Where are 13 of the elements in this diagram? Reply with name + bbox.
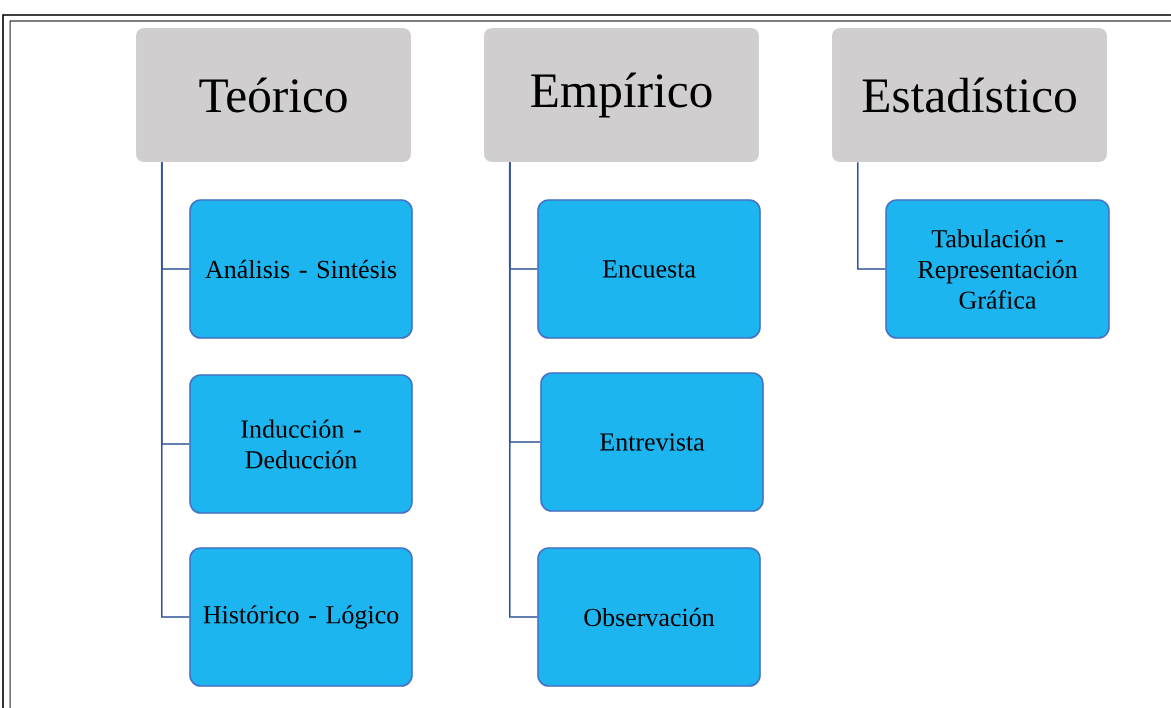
connector-line — [160, 161, 190, 618]
connector-line — [856, 161, 887, 270]
method-box: Encuesta — [537, 199, 761, 339]
method-box: Tabulación - Representación Gráfica — [885, 199, 1110, 339]
header-box: Estadístico — [832, 28, 1107, 162]
method-box: Inducción - Deducción — [189, 374, 413, 514]
connector-line — [508, 161, 538, 618]
header-box: Empírico — [484, 28, 759, 162]
method-box: Análisis - Sintésis — [189, 199, 413, 339]
method-box: Entrevista — [540, 372, 764, 512]
method-box: Observación — [537, 547, 761, 687]
method-box: Histórico - Lógico — [189, 547, 413, 687]
header-box: Teórico — [136, 28, 411, 162]
